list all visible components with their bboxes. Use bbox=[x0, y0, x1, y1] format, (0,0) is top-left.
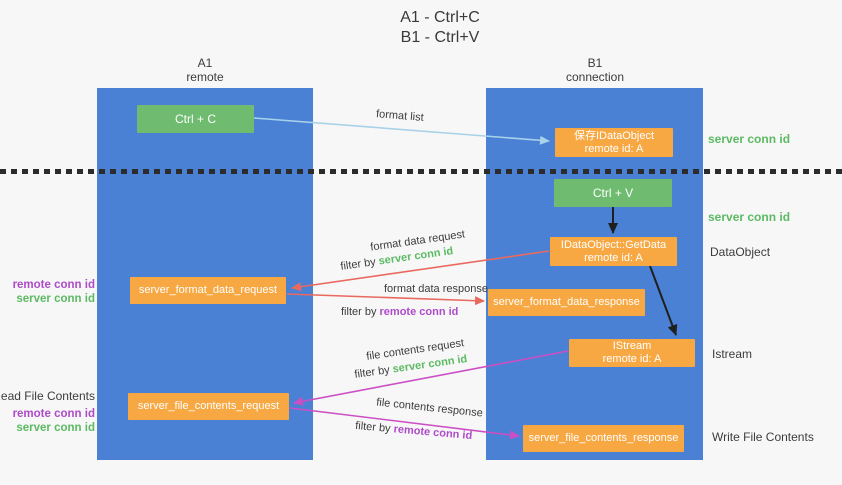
filter-remote-conn-id-2: remote conn id bbox=[379, 306, 459, 318]
write-file-contents-label: Write File Contents bbox=[712, 430, 814, 444]
server-conn-id-label-1: server conn id bbox=[16, 293, 95, 305]
file-request-label: server_file_contents_request bbox=[137, 400, 280, 412]
istream-line1: IStream bbox=[612, 340, 652, 352]
getdata-line1: IDataObject::GetData bbox=[560, 238, 667, 251]
getdata-line2: remote id: A bbox=[584, 251, 643, 264]
format-data-request-arrow bbox=[291, 250, 550, 292]
server-file-contents-request-node: server_file_contents_request bbox=[128, 393, 289, 420]
format-data-response-arrow-label: format data response bbox=[384, 283, 488, 295]
ctrl-v-label: Ctrl + V bbox=[592, 185, 634, 200]
lane-header-a1: A1 remote bbox=[145, 56, 265, 84]
lane-a1-role: remote bbox=[186, 70, 224, 84]
filter-by-text-2: filter by bbox=[341, 306, 377, 318]
title-line-b1: B1 - Ctrl+V bbox=[400, 29, 480, 46]
remote-conn-id-label-1: remote conn id bbox=[12, 279, 95, 291]
lane-header-b1: B1 connection bbox=[535, 56, 655, 84]
format-response-filter-label: filter by remote conn id bbox=[341, 306, 458, 318]
lane-a1-name: A1 bbox=[197, 56, 213, 70]
getdata-to-istream-arrow bbox=[649, 265, 678, 336]
dataobject-label: DataObject bbox=[710, 245, 771, 259]
ctrl-c-label: Ctrl + C bbox=[174, 111, 216, 126]
lane-b1-role: connection bbox=[565, 70, 625, 84]
format-data-response-arrow bbox=[286, 293, 485, 306]
left-conn-id-pair-2: remote conn id server conn id bbox=[13, 407, 95, 435]
read-file-contents-label: Read File Contents bbox=[0, 389, 95, 403]
lane-b1-name: B1 bbox=[587, 56, 603, 70]
save-idataobject-line2: remote id: A bbox=[584, 142, 644, 155]
server-conn-id-label-top: server conn id bbox=[708, 132, 791, 146]
format-list-arrow bbox=[253, 117, 550, 145]
server-conn-id-label-2: server conn id bbox=[16, 422, 95, 434]
istream-node: IStream remote id: A bbox=[569, 339, 695, 367]
server-file-contents-response-node: server_file_contents_response bbox=[523, 425, 684, 452]
remote-conn-id-label-2: remote conn id bbox=[12, 408, 95, 420]
server-conn-id-label-mid: server conn id bbox=[708, 210, 791, 224]
ctrl-v-node: Ctrl + V bbox=[554, 179, 672, 207]
server-format-data-response-node: server_format_data_response bbox=[488, 289, 645, 316]
istream-side-label: Istream bbox=[712, 347, 753, 361]
ctrl-c-node: Ctrl + C bbox=[137, 105, 254, 133]
file-contents-response-arrow bbox=[289, 407, 520, 440]
save-idataobject-line1: 保存IDataObject bbox=[573, 129, 655, 142]
title-line-a1: A1 - Ctrl+C bbox=[400, 9, 480, 26]
idataobject-getdata-node: IDataObject::GetData remote id: A bbox=[550, 237, 677, 266]
save-idataobject-node: 保存IDataObject remote id: A bbox=[555, 128, 673, 157]
session-divider-dotted-line bbox=[0, 169, 842, 174]
server-format-data-request-node: server_format_data_request bbox=[130, 277, 286, 304]
file-contents-request-arrow bbox=[293, 350, 569, 406]
format-response-label: server_format_data_response bbox=[493, 296, 640, 308]
format-request-label: server_format_data_request bbox=[138, 284, 278, 296]
file-response-label: server_file_contents_response bbox=[528, 432, 679, 444]
diagram-title: A1 - Ctrl+C B1 - Ctrl+V bbox=[330, 8, 550, 48]
left-conn-id-pair-1: remote conn id server conn id bbox=[13, 278, 95, 306]
istream-line2: remote id: A bbox=[602, 353, 662, 365]
